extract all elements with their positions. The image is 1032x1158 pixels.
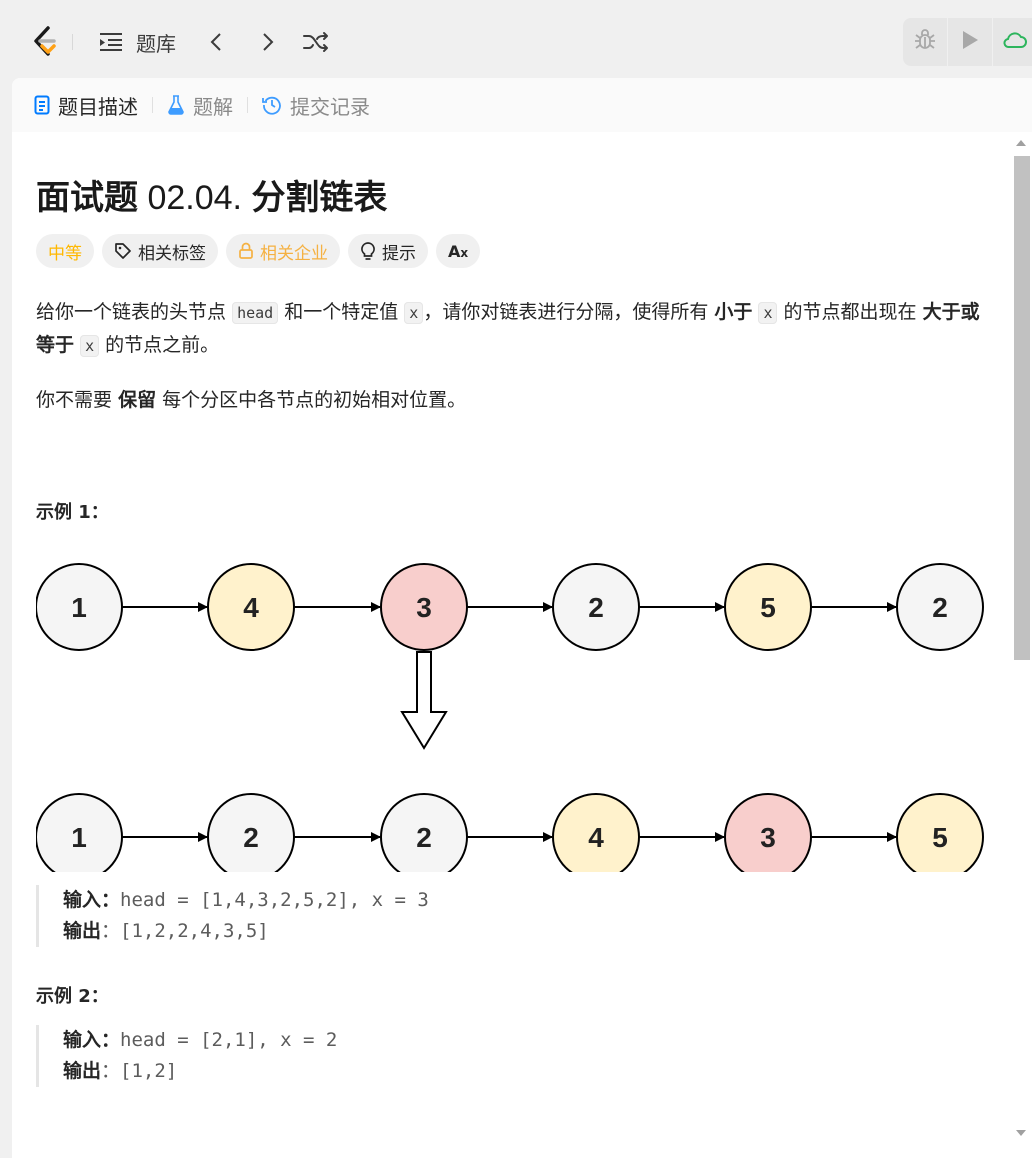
input-list-node (552, 563, 640, 651)
scroll-up-arrow-icon[interactable] (1016, 140, 1026, 146)
scroll-down-arrow-icon[interactable] (1016, 1130, 1026, 1136)
input-list-node (380, 563, 468, 651)
input-list-node-value: 2 (588, 592, 604, 623)
output-list-node (380, 793, 468, 872)
problem-bank-label: 题库 (136, 31, 176, 56)
run-button[interactable] (948, 18, 992, 66)
example-2-title: 示例 2： (36, 986, 109, 1007)
example-1-output: ：[1,2,2,4,3,5] (101, 920, 269, 942)
description-icon (34, 95, 50, 115)
output-list-node (896, 793, 984, 872)
page-title: 面试题 02.04. 分割链表 (36, 170, 387, 219)
panel-tabs: 题目描述 题解 提交记录 (12, 78, 1032, 132)
tab-solutions[interactable]: 题解 (167, 78, 233, 132)
prev-problem-button[interactable] (206, 25, 228, 59)
content-scrollbar[interactable] (1012, 132, 1032, 1144)
problem-content: 面试题 02.04. 分割链表 中等 相关标签 相关企业 (12, 132, 1010, 1158)
input-list-node (724, 563, 812, 651)
debug-button[interactable] (903, 18, 947, 66)
translate-icon: Ax (448, 241, 469, 261)
output-list-node-value: 2 (416, 822, 432, 853)
problem-bank-button[interactable]: 题库 (98, 25, 176, 59)
list-icon (98, 31, 124, 53)
output-list-node (36, 793, 123, 872)
random-problem-button[interactable] (302, 25, 330, 59)
title-number: 02.04. (147, 179, 242, 217)
problem-tags: 中等 相关标签 相关企业 提示 Ax (36, 234, 481, 268)
transform-arrow (400, 651, 448, 750)
example-1-input: head = [1,4,3,2,5,2], x = 3 (120, 889, 429, 911)
example-2-output: ：[1,2] (101, 1060, 178, 1082)
output-list-node-value: 4 (588, 822, 604, 853)
title-name: 分割链表 (251, 179, 388, 217)
history-icon (262, 95, 282, 115)
input-list-node-value: 5 (760, 592, 776, 623)
input-list-node-value: 4 (243, 592, 259, 623)
run-icon (960, 29, 980, 55)
chevron-left-icon (206, 31, 228, 53)
output-list-node-value: 3 (760, 822, 776, 853)
related-tags-button[interactable]: 相关标签 (102, 234, 218, 268)
tag-icon (114, 242, 132, 260)
toolbar-divider (72, 34, 73, 50)
example-2-io: 输入：head = [2,1], x = 2 输出：[1,2] (36, 1025, 976, 1087)
description-paragraph-1: 给你一个链表的头节点 head 和一个特定值 x，请你对链表进行分隔，使得所有 … (36, 301, 980, 357)
problem-panel: 题目描述 题解 提交记录 面试题 02.04. 分割链表 中等 (12, 78, 1032, 1158)
tab-description-label: 题目描述 (58, 94, 138, 119)
example-2-input: head = [2,1], x = 2 (120, 1029, 338, 1051)
example-1-io: 输入：head = [1,4,3,2,5,2], x = 3 输出：[1,2,2… (36, 885, 976, 947)
top-toolbar: 题库 (0, 0, 1032, 78)
scroll-thumb[interactable] (1014, 156, 1030, 660)
example-1-diagram: 1 4 3 2 5 2 1 2 2 4 3 5 (36, 563, 984, 872)
input-list-node (207, 563, 295, 651)
related-companies-button[interactable]: 相关企业 (226, 234, 340, 268)
input-list-node-value: 2 (932, 592, 948, 623)
shuffle-icon (302, 31, 330, 53)
difficulty-badge: 中等 (36, 234, 94, 268)
output-list-node (207, 793, 295, 872)
lock-icon (238, 242, 254, 260)
output-list-node (724, 793, 812, 872)
title-prefix: 面试题 (36, 179, 138, 217)
input-list-node (36, 563, 123, 651)
leetcode-logo[interactable] (28, 24, 62, 58)
flask-icon (167, 95, 185, 115)
output-list-node-value: 5 (932, 822, 948, 853)
chevron-right-icon (256, 31, 278, 53)
tab-solutions-label: 题解 (193, 94, 233, 119)
description-paragraph-2: 你不需要 保留 每个分区中各节点的初始相对位置。 (36, 389, 467, 411)
lightbulb-icon (360, 241, 376, 261)
tab-submissions[interactable]: 提交记录 (262, 78, 370, 132)
debug-icon (913, 28, 937, 56)
submit-button[interactable] (993, 18, 1032, 66)
translate-button[interactable]: Ax (436, 234, 481, 268)
tab-description[interactable]: 题目描述 (34, 78, 138, 132)
input-list-node-value: 3 (416, 592, 432, 623)
submit-cloud-icon (1002, 29, 1028, 55)
output-list-node-value: 1 (71, 822, 87, 853)
tab-submissions-label: 提交记录 (290, 94, 370, 119)
output-list-node-value: 2 (243, 822, 259, 853)
next-problem-button[interactable] (256, 25, 278, 59)
output-list-node (552, 793, 640, 872)
input-list-node-value: 1 (71, 592, 87, 623)
example-1-title: 示例 1： (36, 502, 109, 523)
input-list-node (896, 563, 984, 651)
run-controls (903, 18, 1032, 66)
hint-button[interactable]: 提示 (348, 234, 428, 268)
